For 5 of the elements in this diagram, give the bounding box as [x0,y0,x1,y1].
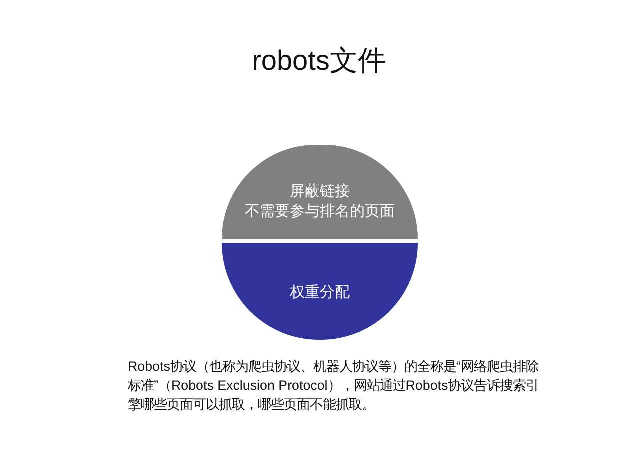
segment-label: 屏蔽链接 [290,181,350,201]
title: robots文件 [251,44,387,78]
description-text: Robots协议（也称为爬虫协议、机器人协议等）的全称是“网络爬虫排除标准”（Robots Exclusion Protocol），网站通过Robots协议告诉搜索引擎哪些页面可以抓取，哪些页面不能抓取。 [128,358,540,414]
segment-label: 权重分配 [290,282,350,302]
segment-label: 不需要参与排名的页面 [245,201,395,221]
